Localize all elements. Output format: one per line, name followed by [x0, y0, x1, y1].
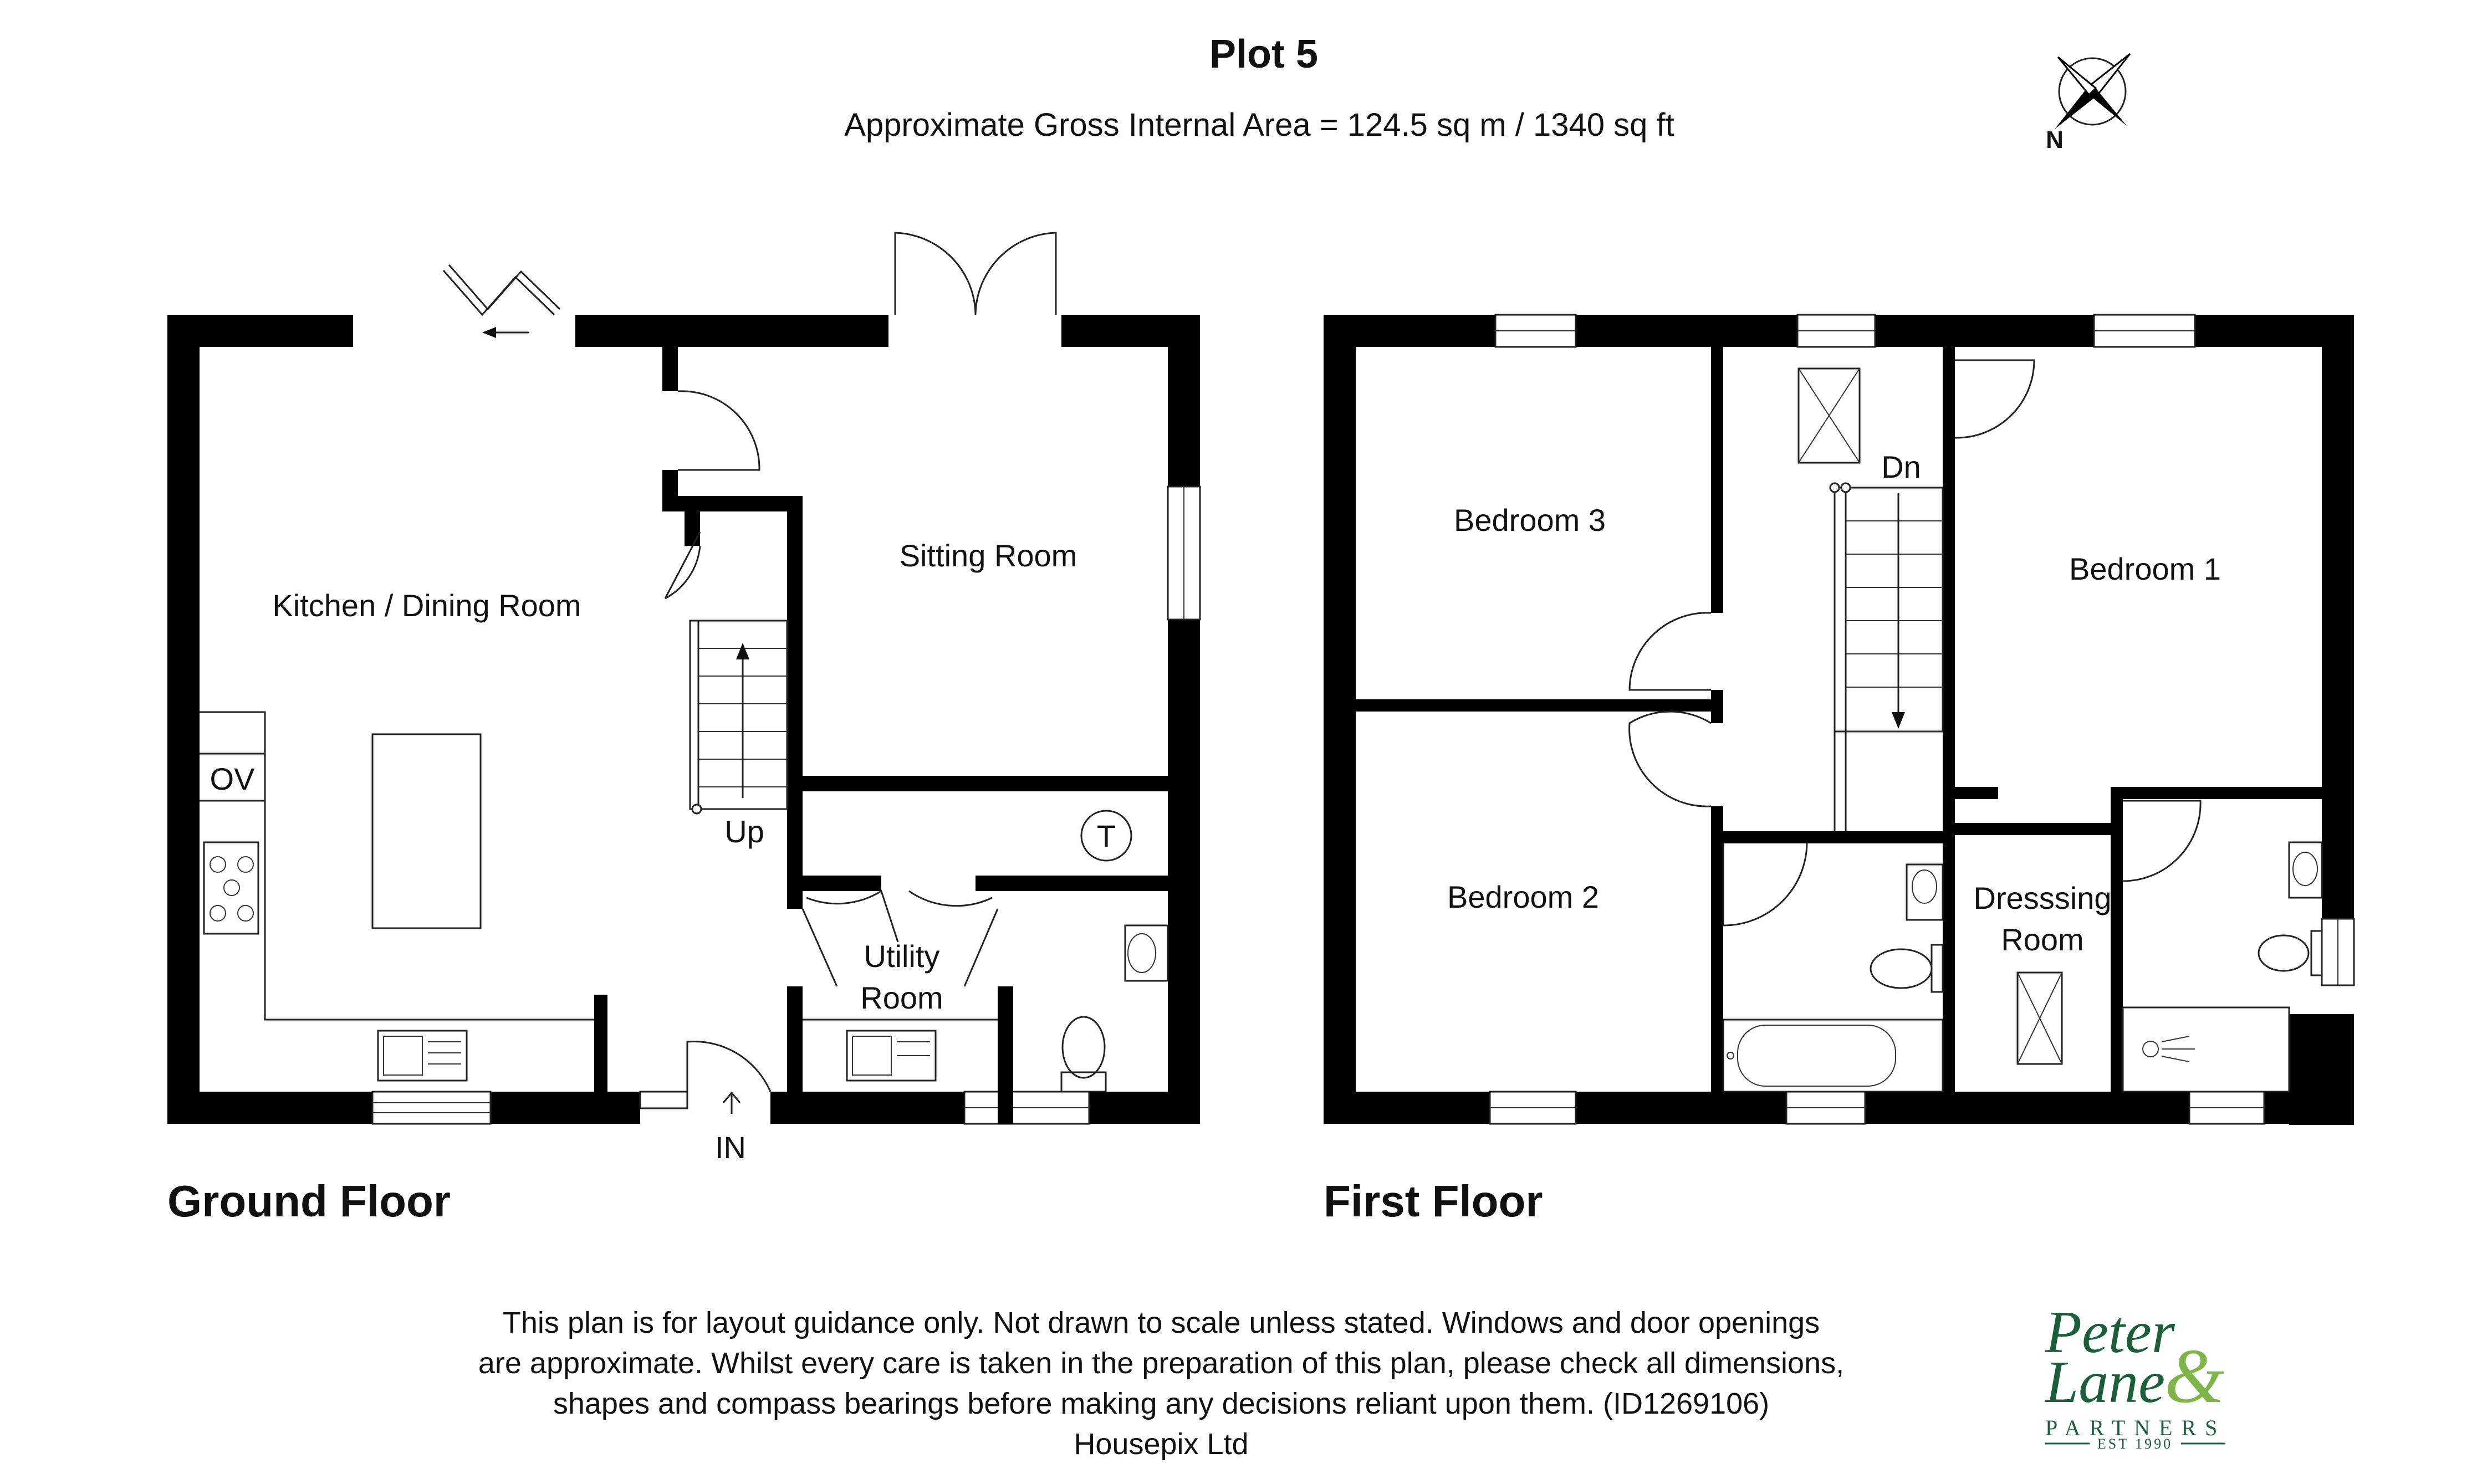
oven-label: OV — [210, 761, 256, 796]
peter-lane-partners-logo: Peter Lane & PARTNERS EST 1990 — [2044, 1299, 2226, 1452]
logo-lane: Lane — [2044, 1349, 2165, 1415]
compass-rose-icon — [2055, 53, 2131, 129]
room-label-sitting: Sitting Room — [900, 538, 1077, 573]
room-label-bedroom-3: Bedroom 3 — [1454, 503, 1606, 538]
first-floor-plan — [1324, 314, 2355, 1125]
disclaimer-line-1: This plan is for layout guidance only. N… — [503, 1306, 1820, 1339]
room-label-kitchen: Kitchen / Dining Room — [272, 588, 581, 623]
room-label-bedroom-1: Bedroom 1 — [2069, 551, 2221, 586]
ground-floor-label: Ground Floor — [167, 1176, 451, 1226]
stairs-down-label: Dn — [1881, 449, 1921, 484]
logo-partners: PARTNERS — [2045, 1415, 2226, 1440]
entrance-label: IN — [715, 1130, 746, 1165]
tank-label: T — [1097, 818, 1116, 853]
room-label-bedroom-2: Bedroom 2 — [1447, 879, 1599, 914]
plan-subtitle: Approximate Gross Internal Area = 124.5 … — [844, 107, 1674, 143]
room-label-utility-2: Room — [860, 980, 943, 1015]
plan-title: Plot 5 — [1209, 32, 1318, 76]
disclaimer-line-3: shapes and compass bearings before makin… — [553, 1387, 1769, 1420]
stairs-up-label: Up — [724, 814, 764, 849]
first-floor-label: First Floor — [1324, 1176, 1543, 1226]
ground-floor-plan — [167, 232, 1201, 1125]
compass-north-label: N — [2046, 126, 2064, 153]
logo-peter: Peter — [2045, 1299, 2175, 1365]
logo-established: EST 1990 — [2097, 1436, 2173, 1452]
disclaimer-line-2: are approximate. Whilst every care is ta… — [478, 1347, 1844, 1380]
logo-ampersand: & — [2164, 1333, 2225, 1419]
room-label-dressing-1: Dresssing — [1974, 881, 2112, 915]
room-label-dressing-2: Room — [2001, 922, 2083, 957]
room-label-utility-1: Utility — [864, 939, 940, 974]
disclaimer-line-4: Housepix Ltd — [1074, 1427, 1248, 1461]
